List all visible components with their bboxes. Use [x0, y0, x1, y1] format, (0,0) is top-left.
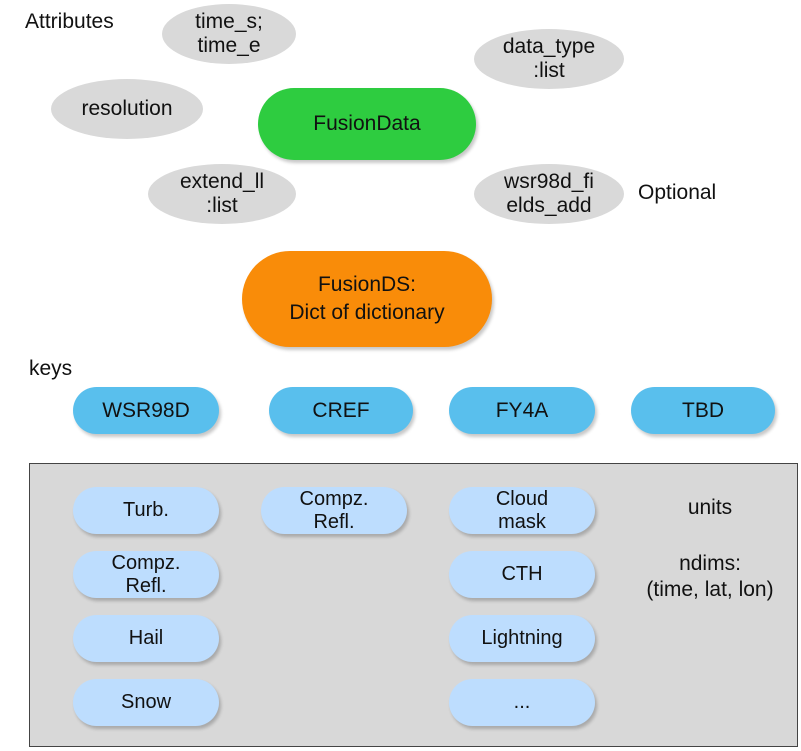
optional-label: Optional — [638, 181, 717, 204]
field-fy4a-cth: CTH — [449, 551, 595, 598]
ndims-label: ndims: (time, lat, lon) — [646, 552, 774, 601]
field-cref-compz-refl: Compz. Refl. — [261, 487, 407, 534]
fusion-ds-node: FusionDS: Dict of dictionary — [242, 251, 492, 347]
keys-label: keys — [29, 357, 73, 380]
attributes-label: Attributes — [25, 10, 114, 33]
key-tbd: TBD — [631, 387, 775, 434]
attribute-time-ellipse: time_s; time_e — [162, 4, 296, 64]
field-fy4a-lightning: Lightning — [449, 615, 595, 662]
attribute-extend-ll-ellipse: extend_ll :list — [148, 164, 296, 224]
field-wsr98d-hail: Hail — [73, 615, 219, 662]
field-fy4a-cloud-mask: Cloud mask — [449, 487, 595, 534]
key-fy4a: FY4A — [449, 387, 595, 434]
field-wsr98d-compz-refl: Compz. Refl. — [73, 551, 219, 598]
field-wsr98d-turb: Turb. — [73, 487, 219, 534]
attribute-data-type-ellipse: data_type :list — [474, 29, 624, 89]
fusion-data-node: FusionData — [258, 88, 476, 160]
attribute-wsr98d-fields-add-ellipse: wsr98d_fi elds_add — [474, 164, 624, 224]
units-label: units — [687, 496, 733, 519]
key-cref: CREF — [269, 387, 413, 434]
field-wsr98d-snow: Snow — [73, 679, 219, 726]
field-fy4a-more: ... — [449, 679, 595, 726]
attribute-resolution-ellipse: resolution — [51, 79, 203, 139]
key-wsr98d: WSR98D — [73, 387, 219, 434]
